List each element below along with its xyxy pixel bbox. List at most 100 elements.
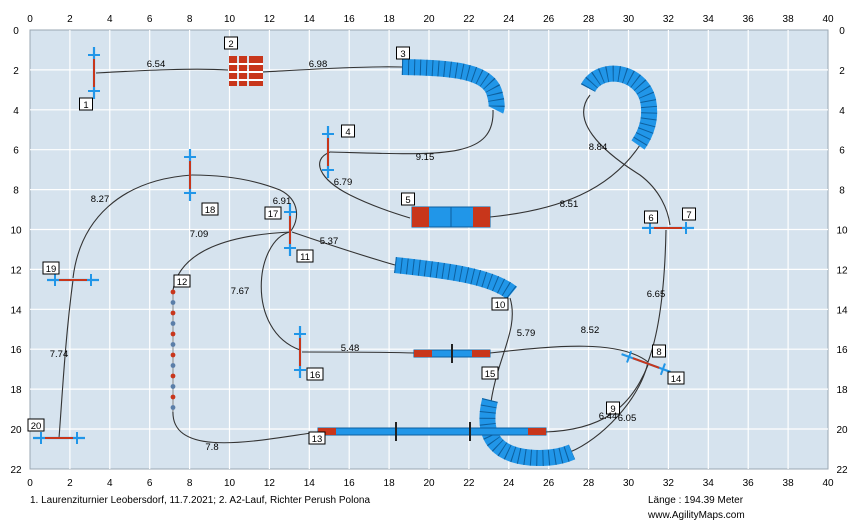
weave-pole [170,310,176,316]
distance-label: 5.79 [517,328,536,339]
svg-text:19: 19 [46,264,57,275]
distance-label: 6.79 [334,177,353,188]
obstacle-label-2: 2 [224,36,238,50]
obstacle-label-4: 4 [341,124,355,138]
x-tick-top: 32 [663,14,675,25]
event-caption: 1. Laurenziturnier Leobersdorf, 11.7.202… [30,495,371,506]
obstacle-label-14: 14 [667,371,685,385]
jump-bar [621,350,671,376]
svg-text:7: 7 [686,210,691,221]
website-link[interactable]: www.AgilityMaps.com [648,510,745,521]
jump-bar [642,222,694,234]
x-tick-bottom: 34 [703,478,715,489]
jump-bar [33,432,85,444]
x-tick-bottom: 12 [264,478,276,489]
y-tick-right: 12 [836,265,848,276]
distance-label: 6.98 [309,59,328,70]
obstacle-label-6: 6 [644,210,658,224]
path-4-5 [319,151,411,219]
x-tick-bottom: 6 [147,478,153,489]
y-tick-right: 10 [836,226,848,237]
svg-text:10: 10 [495,300,506,311]
obstacle-label-18: 18 [201,202,219,216]
y-tick-right: 18 [836,385,848,396]
y-tick-left: 8 [13,186,19,197]
svg-text:15: 15 [485,369,496,380]
obstacle-label-13: 13 [308,431,326,445]
path-7-8 [647,229,667,363]
tire-stack-2 [229,56,263,86]
obstacle-label-9: 9 [606,401,620,415]
distance-label: 5.48 [341,343,360,354]
path-11-16 [260,231,301,351]
svg-text:16: 16 [310,370,321,381]
path-5-6 [489,144,641,218]
svg-text:3: 3 [400,49,405,60]
path-9-15 [544,364,649,433]
y-tick-left: 2 [13,66,19,77]
jump-bar [284,204,296,256]
course-path [58,66,671,453]
x-tick-bottom: 16 [344,478,356,489]
x-tick-bottom: 22 [463,478,475,489]
x-tick-top: 6 [147,14,153,25]
x-tick-top: 22 [463,14,475,25]
axis-ticks: 0022446688101012121414161618182020222224… [10,14,848,489]
svg-text:4: 4 [345,127,350,138]
distance-label: 8.27 [91,194,110,205]
x-tick-bottom: 10 [224,478,236,489]
svg-text:6: 6 [648,213,653,224]
y-tick-right: 8 [839,186,845,197]
distance-label: 8.84 [589,142,608,153]
y-tick-left: 14 [10,305,22,316]
distance-label: 6.54 [147,59,166,70]
distance-label: 6.44 [599,411,618,422]
x-tick-top: 38 [783,14,795,25]
svg-text:5: 5 [405,195,410,206]
obstacle-label-19: 19 [42,261,60,275]
weave-pole [170,384,176,389]
distance-label: 7.09 [190,229,209,240]
y-tick-left: 4 [13,106,19,117]
x-tick-top: 18 [384,14,396,25]
path-1-2 [95,68,229,74]
x-tick-top: 14 [304,14,316,25]
path-18-19 [72,174,193,279]
x-tick-bottom: 36 [743,478,755,489]
x-tick-bottom: 30 [623,478,635,489]
x-tick-bottom: 0 [27,478,33,489]
obstacle-label-17: 17 [264,206,282,220]
seesaw-15 [413,344,491,363]
x-tick-bottom: 32 [663,478,675,489]
x-tick-bottom: 2 [67,478,73,489]
y-tick-right: 16 [836,345,848,356]
weave-pole [170,331,176,337]
path-19-20 [58,279,74,439]
jumps [33,47,694,444]
y-tick-left: 6 [13,146,19,157]
x-tick-bottom: 8 [187,478,193,489]
distance-label: 7.67 [231,286,250,297]
svg-text:1: 1 [83,100,88,111]
y-tick-right: 14 [836,305,848,316]
jump-bar [322,126,334,178]
distance-label: 6.05 [618,413,637,424]
svg-text:13: 13 [312,434,323,445]
x-tick-bottom: 26 [543,478,555,489]
y-tick-right: 2 [839,66,845,77]
distance-label: 8.52 [581,325,600,336]
x-tick-bottom: 20 [423,478,435,489]
path-12-13 [172,409,319,444]
grid [30,30,828,469]
svg-text:8: 8 [656,347,661,358]
weave-pole [170,321,176,326]
x-tick-bottom: 40 [822,478,834,489]
x-tick-bottom: 38 [783,478,795,489]
weave-pole [170,394,176,400]
weave-pole [170,300,176,305]
svg-text:14: 14 [671,374,682,385]
x-tick-top: 26 [543,14,555,25]
x-tick-top: 0 [27,14,33,25]
y-tick-left: 18 [10,385,22,396]
